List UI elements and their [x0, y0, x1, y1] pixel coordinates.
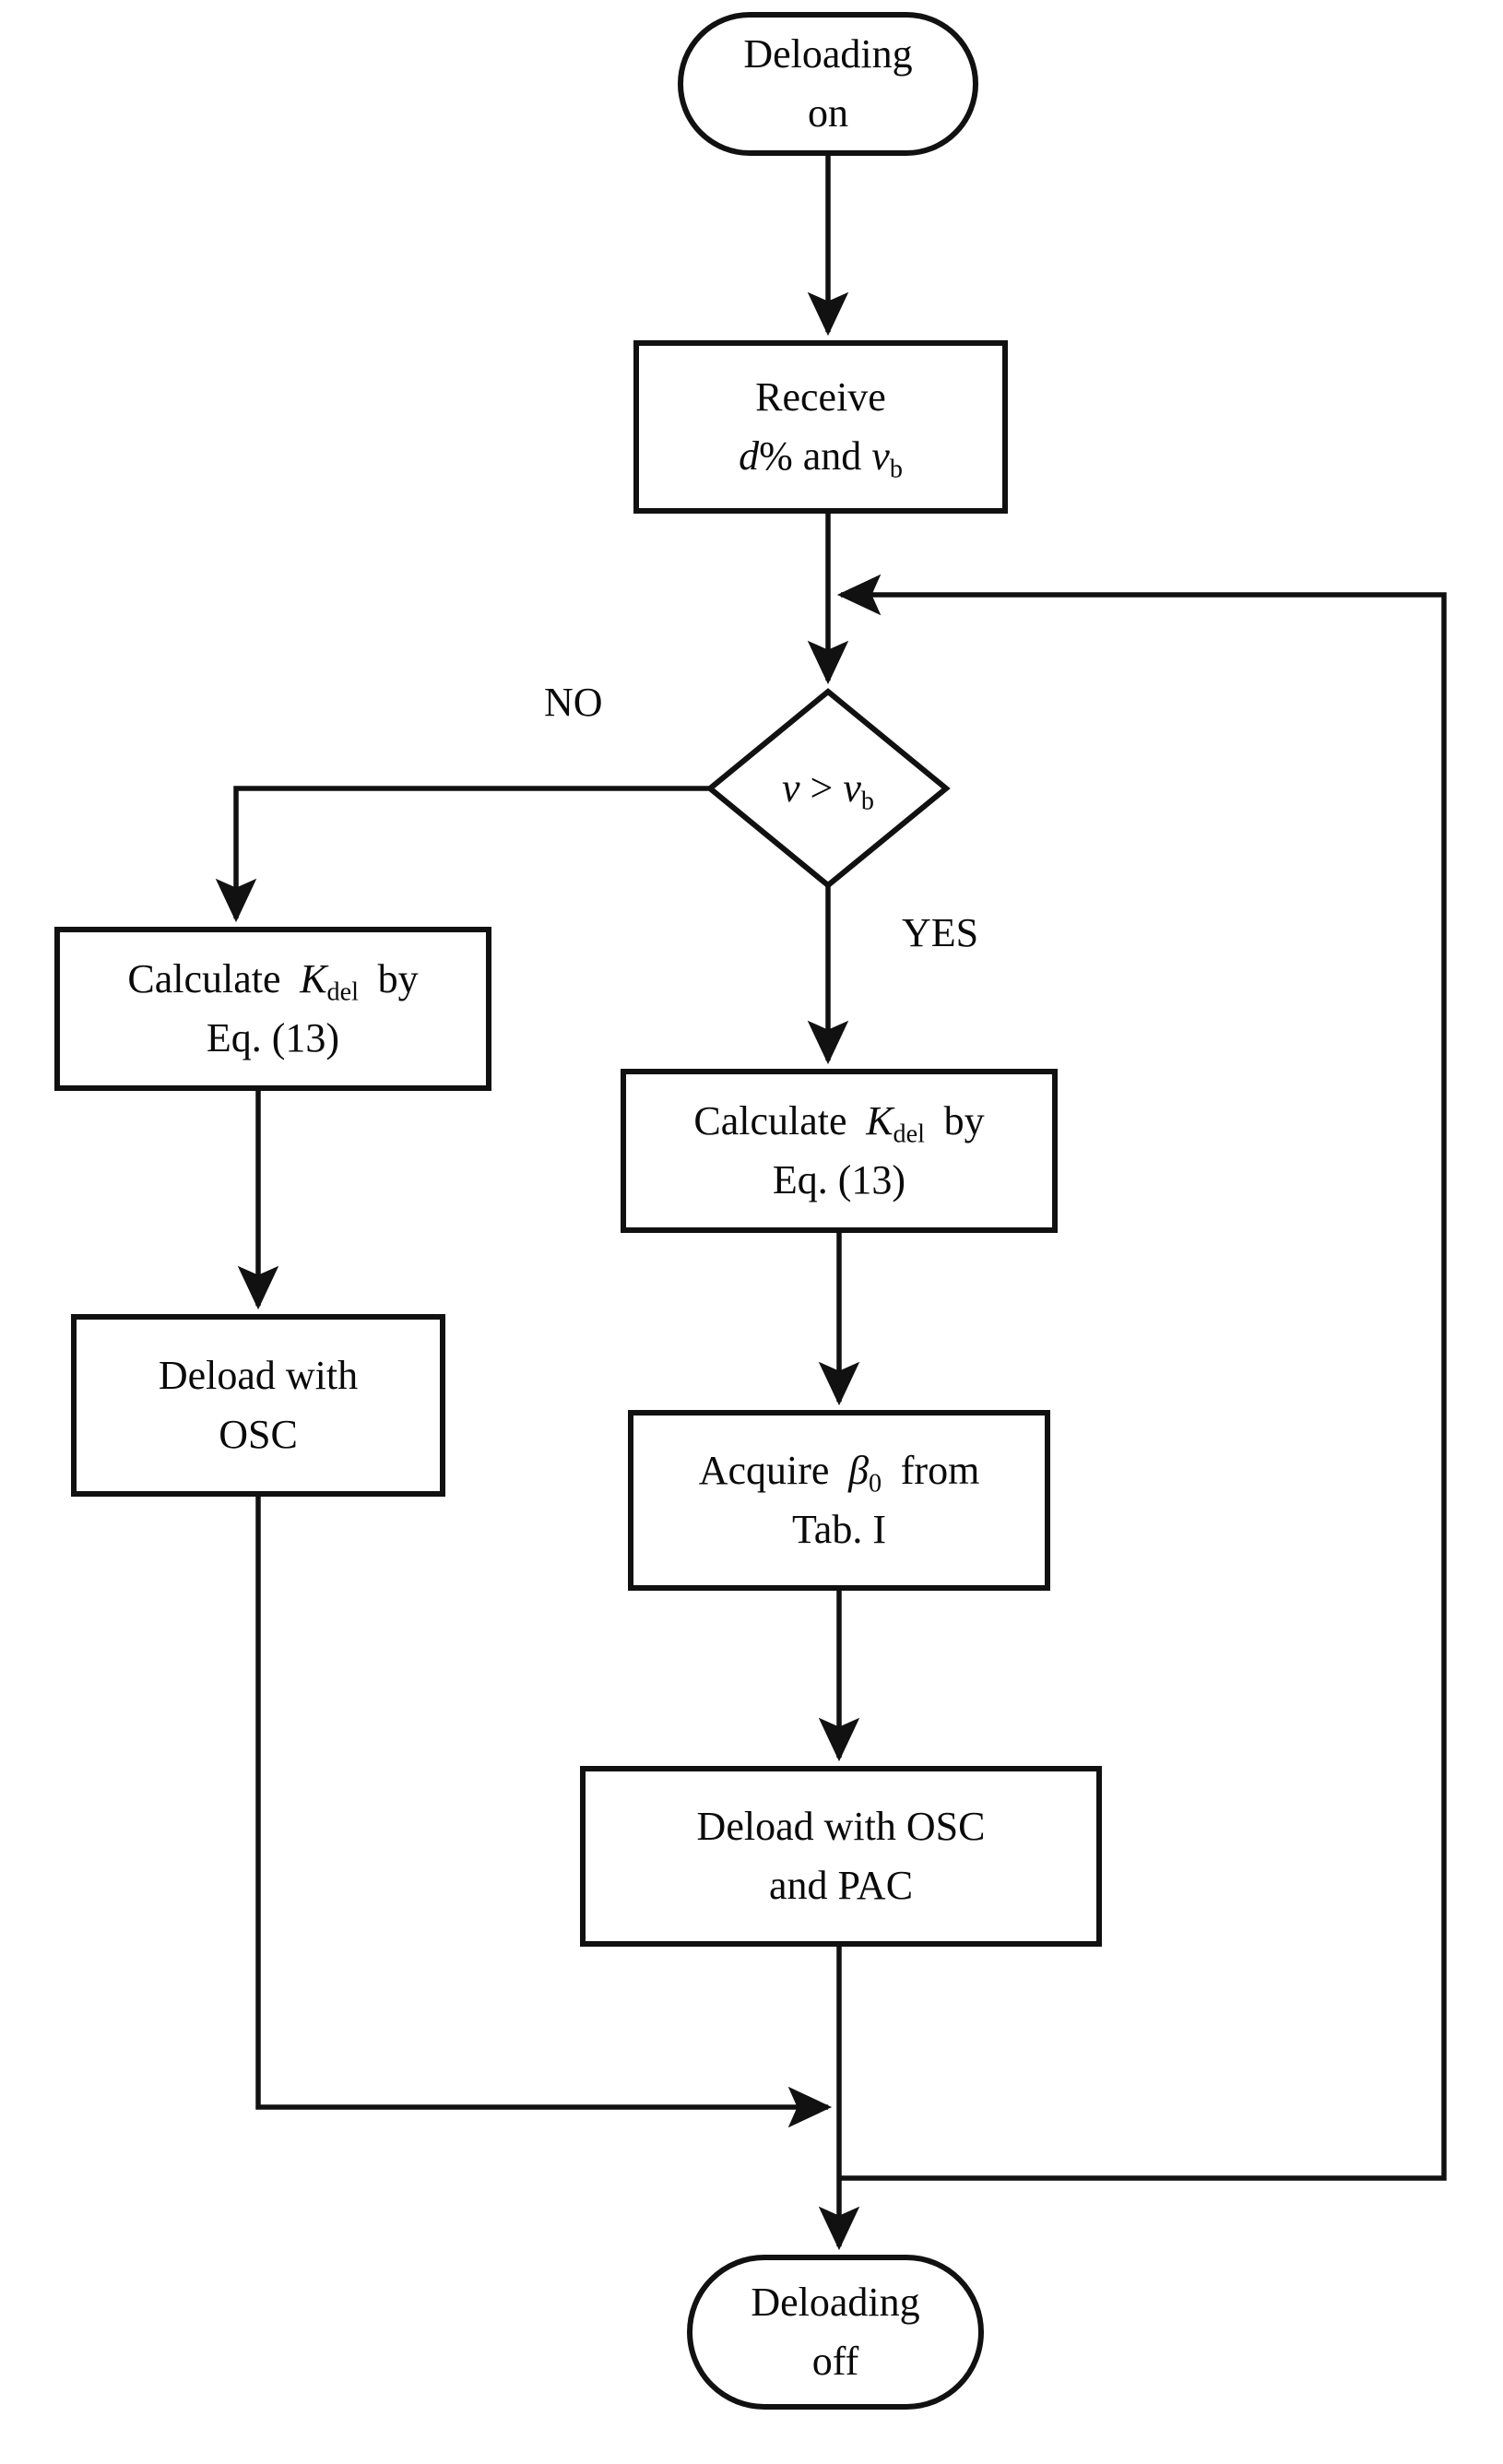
- edge-label-no: NO: [544, 680, 603, 725]
- node-shape-end: [687, 2255, 984, 2410]
- node-shape-calculate-yes: [621, 1069, 1058, 1233]
- node-shape-decision: [705, 688, 951, 889]
- node-shape-deload-osc: [71, 1314, 445, 1497]
- node-shape-calculate-no: [54, 927, 491, 1091]
- edge-deloadosc-to-merge: [255, 1494, 833, 2128]
- node-shape-acquire-beta: [628, 1410, 1050, 1591]
- edge-label-yes: YES: [902, 910, 979, 955]
- node-shape-start: [678, 12, 978, 156]
- node-shape-deload-osc-pac: [580, 1766, 1102, 1947]
- node-shape-receive: [633, 340, 1008, 514]
- edge-feedback-loop: [836, 574, 1447, 2181]
- edge-decision-no: [215, 786, 710, 923]
